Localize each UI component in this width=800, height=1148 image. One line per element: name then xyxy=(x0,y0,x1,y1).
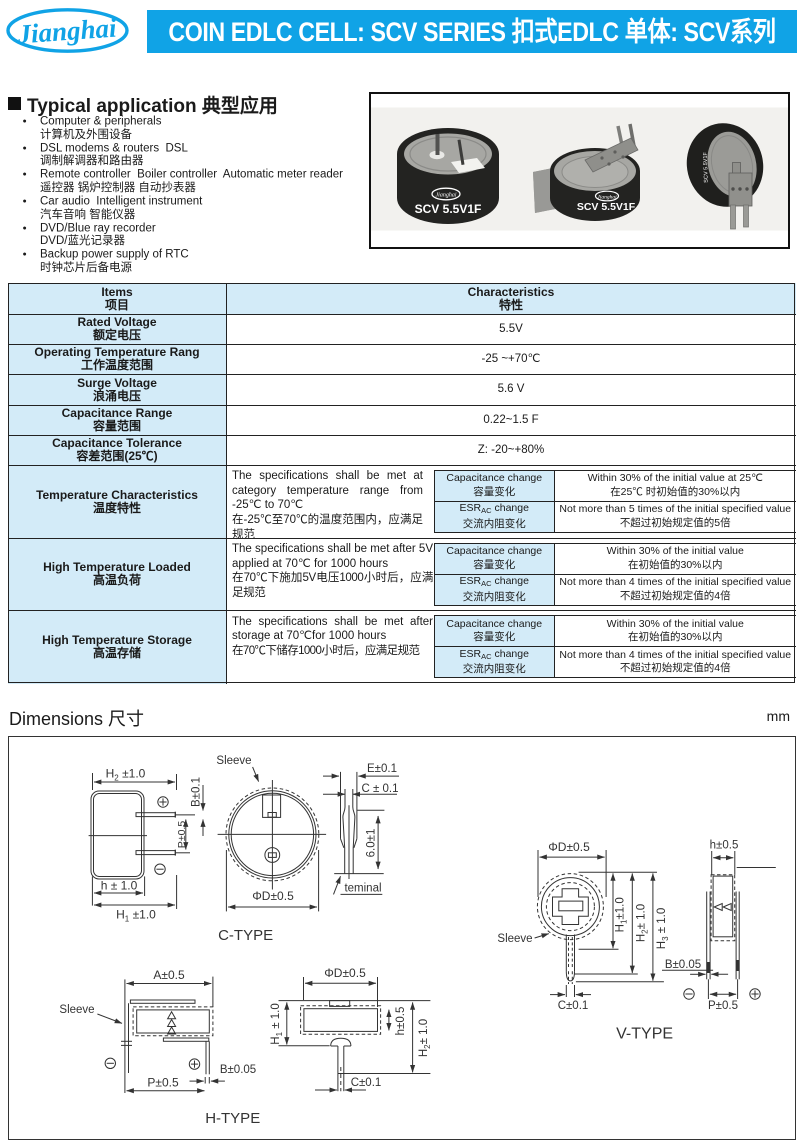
svg-text:P±0.5: P±0.5 xyxy=(147,1076,179,1090)
svg-text:teminal: teminal xyxy=(344,883,381,895)
svg-text:h±0.5: h±0.5 xyxy=(710,840,739,852)
svg-text:A±0.5: A±0.5 xyxy=(153,968,185,982)
svg-text:H2 ±1.0: H2 ±1.0 xyxy=(106,767,146,783)
svg-text:H2± 1.0: H2± 1.0 xyxy=(418,1019,432,1057)
svg-text:Sleeve: Sleeve xyxy=(216,755,251,767)
svg-text:Jianghai: Jianghai xyxy=(436,193,457,199)
svg-text:H3 ± 1.0: H3 ± 1.0 xyxy=(656,908,670,949)
svg-text:V-TYPE: V-TYPE xyxy=(616,1026,673,1043)
svg-text:C ± 0.1: C ± 0.1 xyxy=(362,783,399,795)
svg-text:H-TYPE: H-TYPE xyxy=(205,1110,260,1127)
svg-text:P±0.5: P±0.5 xyxy=(176,821,188,849)
svg-text:B±0.05: B±0.05 xyxy=(220,1064,256,1076)
svg-text:SCV 5.5V1F: SCV 5.5V1F xyxy=(703,151,710,182)
svg-text:C-TYPE: C-TYPE xyxy=(218,927,273,944)
svg-text:C±0.1: C±0.1 xyxy=(351,1077,382,1089)
svg-text:ΦD±0.5: ΦD±0.5 xyxy=(252,889,294,903)
svg-text:B±0.1: B±0.1 xyxy=(191,777,203,807)
svg-text:SCV 5.5V1F: SCV 5.5V1F xyxy=(577,201,636,213)
svg-text:E±0.1: E±0.1 xyxy=(367,763,397,775)
svg-text:H1 ±1.0: H1 ±1.0 xyxy=(116,908,156,924)
svg-text:Jianghai: Jianghai xyxy=(16,13,118,50)
svg-text:C±0.1: C±0.1 xyxy=(558,1000,589,1012)
svg-text:SCV 5.5V1F: SCV 5.5V1F xyxy=(415,202,482,216)
svg-text:H2± 1.0: H2± 1.0 xyxy=(635,904,649,942)
svg-text:6.0±1: 6.0±1 xyxy=(366,829,378,858)
svg-text:Sleeve: Sleeve xyxy=(59,1004,94,1016)
svg-text:ΦD±0.5: ΦD±0.5 xyxy=(548,840,590,854)
svg-text:H1 ± 1.0: H1 ± 1.0 xyxy=(270,1003,284,1044)
svg-text:Jianghai: Jianghai xyxy=(597,195,617,201)
svg-text:B±0.05: B±0.05 xyxy=(665,959,701,971)
svg-text:h±0.5: h±0.5 xyxy=(395,1007,407,1036)
svg-text:Sleeve: Sleeve xyxy=(497,933,532,945)
svg-text:H1±1.0: H1±1.0 xyxy=(615,897,629,932)
svg-text:ΦD±0.5: ΦD±0.5 xyxy=(324,966,366,980)
svg-text:h ± 1.0: h ± 1.0 xyxy=(101,879,138,893)
svg-text:P±0.5: P±0.5 xyxy=(708,1000,738,1012)
